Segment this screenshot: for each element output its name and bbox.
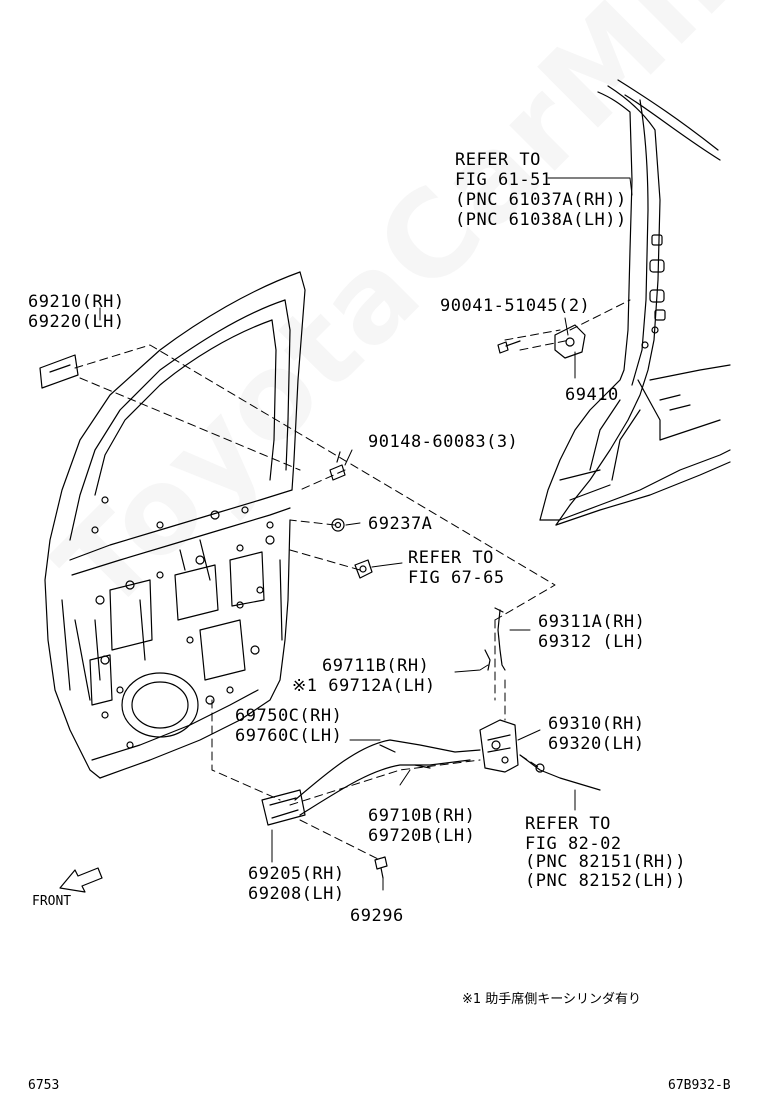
part-69310-label: 69310(RH) xyxy=(548,714,645,734)
part-clip-fig67 xyxy=(354,559,373,579)
door-inner-panel-drawing xyxy=(44,271,306,779)
footnote: ※1 助手席側キーシリンダ有り xyxy=(462,992,642,1007)
part-69320-label: 69320(LH) xyxy=(548,734,645,754)
refer-fig67-line1: REFER TO xyxy=(408,548,494,568)
part-69237A-nut xyxy=(331,518,345,532)
part-cable-fig82 xyxy=(519,754,601,791)
part-69711B-label: 69711B(RH) xyxy=(322,656,430,676)
refer-pillar-line4: (PNC 61038A(LH)) xyxy=(455,210,627,230)
part-69205-label: 69205(RH) xyxy=(248,864,345,884)
part-69710B-label: 69710B(RH) xyxy=(368,806,476,826)
part-69310-lock xyxy=(479,719,519,773)
refer-pillar-line2: FIG 61-51 xyxy=(455,170,552,190)
part-69760C-label: 69760C(LH) xyxy=(235,726,343,746)
refer-fig82-line2: FIG 82-02 xyxy=(525,834,622,854)
body-pillar-drawing xyxy=(539,79,731,526)
part-69237A-label: 69237A xyxy=(368,514,433,534)
part-69711B-rod xyxy=(484,649,491,671)
part-69312-label: 69312 (LH) xyxy=(538,632,646,652)
part-69311A-label: 69311A(RH) xyxy=(538,612,646,632)
part-90041-bolt xyxy=(497,340,521,354)
part-69410-striker xyxy=(554,324,586,359)
part-90148-label: 90148-60083(3) xyxy=(368,432,519,452)
front-label: FRONT xyxy=(32,894,72,909)
part-69210-label: 69210(RH) xyxy=(28,292,125,312)
part-69750C-cable xyxy=(294,739,481,816)
part-69220-label: 69220(LH) xyxy=(28,312,125,332)
part-69210-plate xyxy=(39,354,79,389)
refer-pillar-line3: (PNC 61037A(RH)) xyxy=(455,190,627,210)
refer-fig82-line1: REFER TO xyxy=(525,814,611,834)
refer-fig82-line4: (PNC 82152(LH)) xyxy=(525,871,687,891)
part-69296-screw xyxy=(374,856,388,879)
part-90148-screw xyxy=(329,451,346,481)
front-arrow xyxy=(59,867,103,893)
part-69296-label: 69296 xyxy=(350,906,404,926)
refer-pillar-line1: REFER TO xyxy=(455,150,541,170)
part-69712A-label: ※1 69712A(LH) xyxy=(292,676,436,696)
part-69750C-label: 69750C(RH) xyxy=(235,706,343,726)
solid-leaders xyxy=(99,177,633,891)
part-69208-label: 69208(LH) xyxy=(248,884,345,904)
footer-figure-code: 6753 xyxy=(28,1078,60,1093)
refer-fig82-line3: (PNC 82151(RH)) xyxy=(525,852,687,872)
part-69410-label: 69410 xyxy=(565,385,619,405)
part-69311A-rod xyxy=(494,607,506,671)
dashed-leaders xyxy=(74,299,631,861)
part-69720B-label: 69720B(LH) xyxy=(368,826,476,846)
part-69205-handle xyxy=(261,789,306,826)
footer-illustration-id: 67B932-B xyxy=(668,1078,731,1093)
refer-fig67-line2: FIG 67-65 xyxy=(408,568,505,588)
part-90041-label: 90041-51045(2) xyxy=(440,296,591,316)
